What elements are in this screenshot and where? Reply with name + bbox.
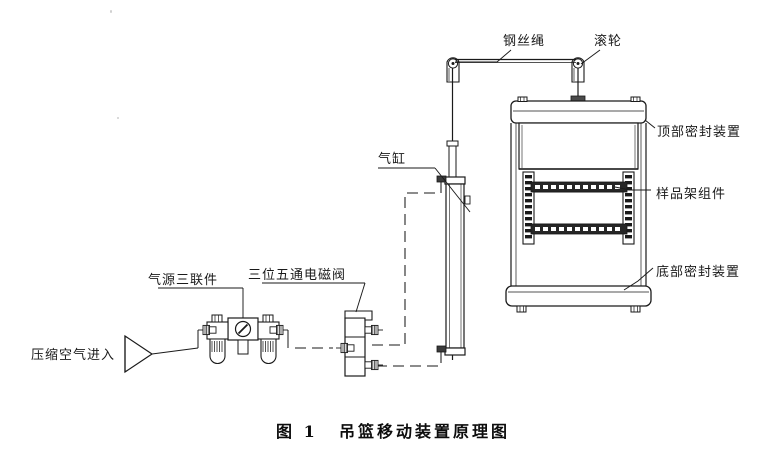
leader-cylinder-d xyxy=(434,167,471,213)
figure-caption-title: 吊篮移动装置原理图 xyxy=(339,422,511,441)
label-sample-rack-assembly: 样品架组件 xyxy=(656,187,727,202)
air-service-unit xyxy=(197,314,289,364)
rope-lid-clamp xyxy=(570,95,586,102)
chamber-side-posts xyxy=(510,123,647,286)
leader-frl xyxy=(158,288,242,320)
pneumatic-cylinder xyxy=(436,140,471,356)
bottom-seal-device xyxy=(505,285,652,313)
label-solenoid-valve: 三位五通电磁阀 xyxy=(248,268,347,283)
label-cylinder: 气缸 xyxy=(378,152,407,167)
leader-valve-d xyxy=(355,282,366,313)
leader-valve xyxy=(262,283,362,313)
label-top-seal-device: 顶部密封装置 xyxy=(657,125,742,140)
leader-top-seal xyxy=(644,119,656,129)
air-line-lower xyxy=(370,352,442,367)
top-seal-device xyxy=(510,96,647,124)
air-inlet-symbol xyxy=(124,334,154,374)
label-bottom-seal-device: 底部密封装置 xyxy=(656,265,741,280)
leader-lines xyxy=(158,49,656,320)
chamber-upper-body xyxy=(518,122,639,170)
leader-wire-rope xyxy=(455,49,512,63)
label-compressed-air-inlet: 压缩空气进入 xyxy=(31,348,116,363)
label-roller: 滚轮 xyxy=(594,34,623,49)
leader-roller xyxy=(580,49,601,65)
figure-caption-number: 图 1 xyxy=(276,422,318,441)
scan-speck xyxy=(117,117,119,119)
air-line-upper xyxy=(370,182,442,346)
sample-rack-assembly xyxy=(522,171,635,245)
leader-sample-rack xyxy=(614,186,651,191)
solenoid-valve xyxy=(335,310,384,377)
label-air-service-unit: 气源三联件 xyxy=(148,273,219,288)
scan-speck xyxy=(110,10,112,13)
leader-bottom-seal xyxy=(623,267,654,291)
label-wire-rope: 钢丝绳 xyxy=(503,34,546,49)
